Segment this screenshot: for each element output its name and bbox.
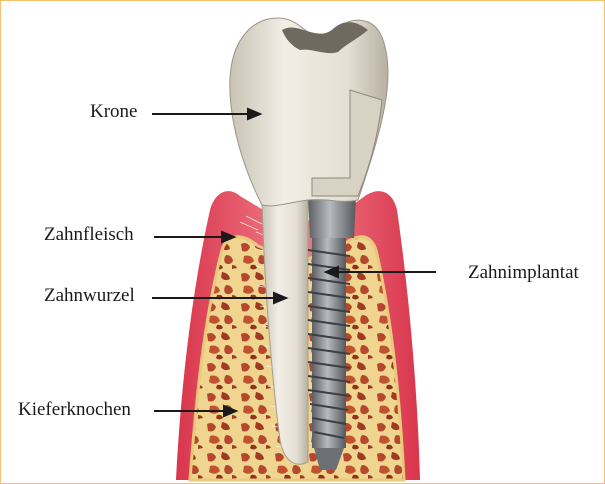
label-zahnimplantat: Zahnimplantat	[468, 263, 579, 282]
label-zahnwurzel: Zahnwurzel	[44, 286, 135, 305]
label-krone: Krone	[90, 102, 137, 121]
label-zahnfleisch: Zahnfleisch	[44, 225, 134, 244]
implant-abutment	[308, 196, 356, 238]
label-kieferknochen: Kieferknochen	[18, 400, 131, 419]
